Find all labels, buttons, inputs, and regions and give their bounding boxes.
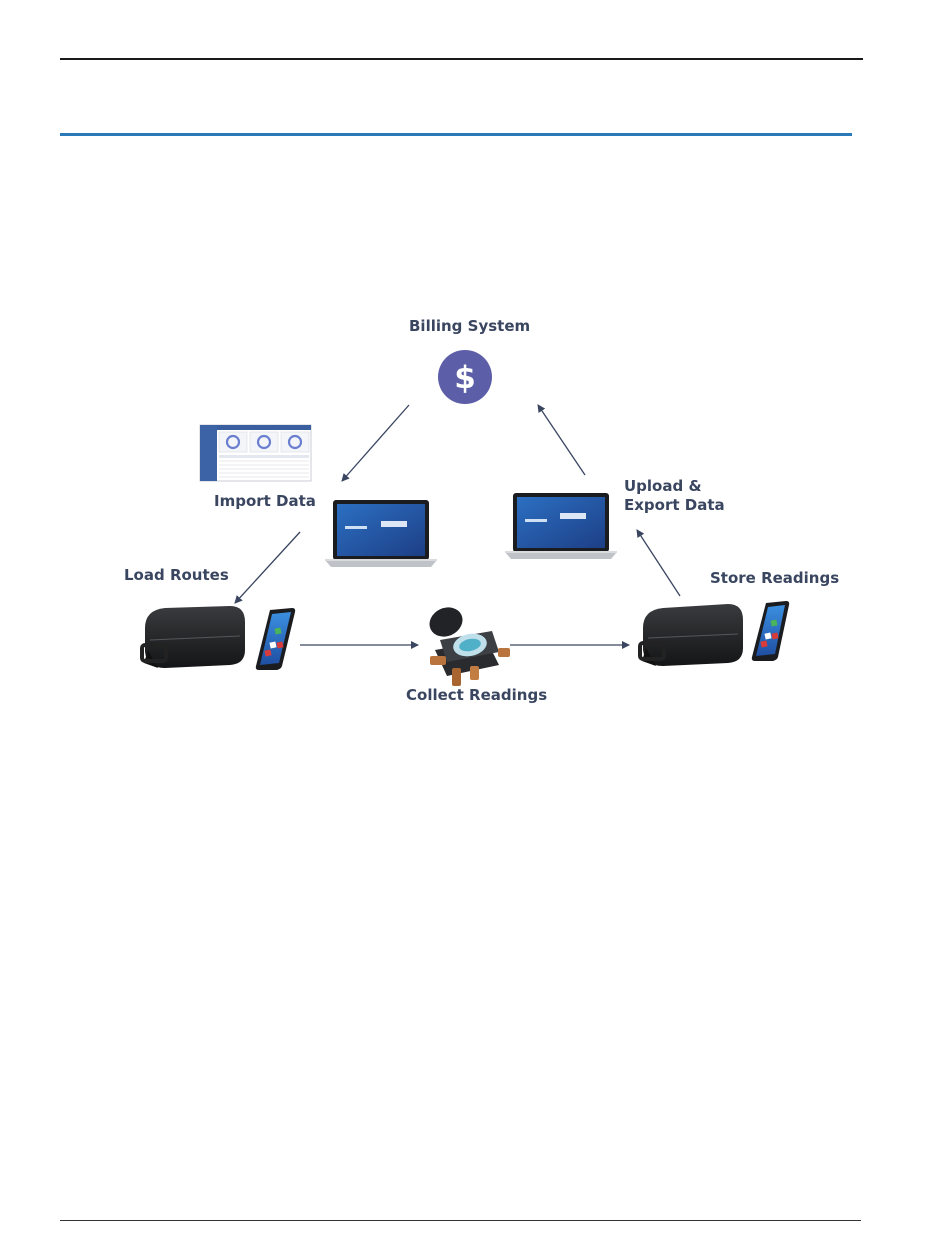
smartphone-icon [256,608,295,670]
reader-case-icon [640,604,743,666]
store-readings-label: Store Readings [710,569,839,588]
svg-text:$: $ [454,360,476,396]
arrow-store-to-upload [637,530,680,596]
arrow-upload-to-billing [538,405,585,475]
collect-readings-label: Collect Readings [406,686,547,705]
import-data-label: Import Data [214,492,316,511]
upload-export-label: Upload & Export Data [624,477,725,515]
dashboard-screenshot-icon [200,425,311,481]
reader-case-icon [142,606,245,668]
dollar-circle-icon: $ [438,350,492,404]
upload-label-line1: Upload & [624,477,725,496]
laptop-icon [325,500,437,567]
load-routes-label: Load Routes [124,566,229,585]
upload-label-line2: Export Data [624,496,725,515]
smartphone-icon [752,601,789,661]
arrow-billing-to-import [342,405,409,481]
water-meter-icon [425,602,510,686]
arrow-import-to-load [235,532,300,603]
billing-system-label: Billing System [409,317,530,336]
laptop-icon [505,493,617,559]
